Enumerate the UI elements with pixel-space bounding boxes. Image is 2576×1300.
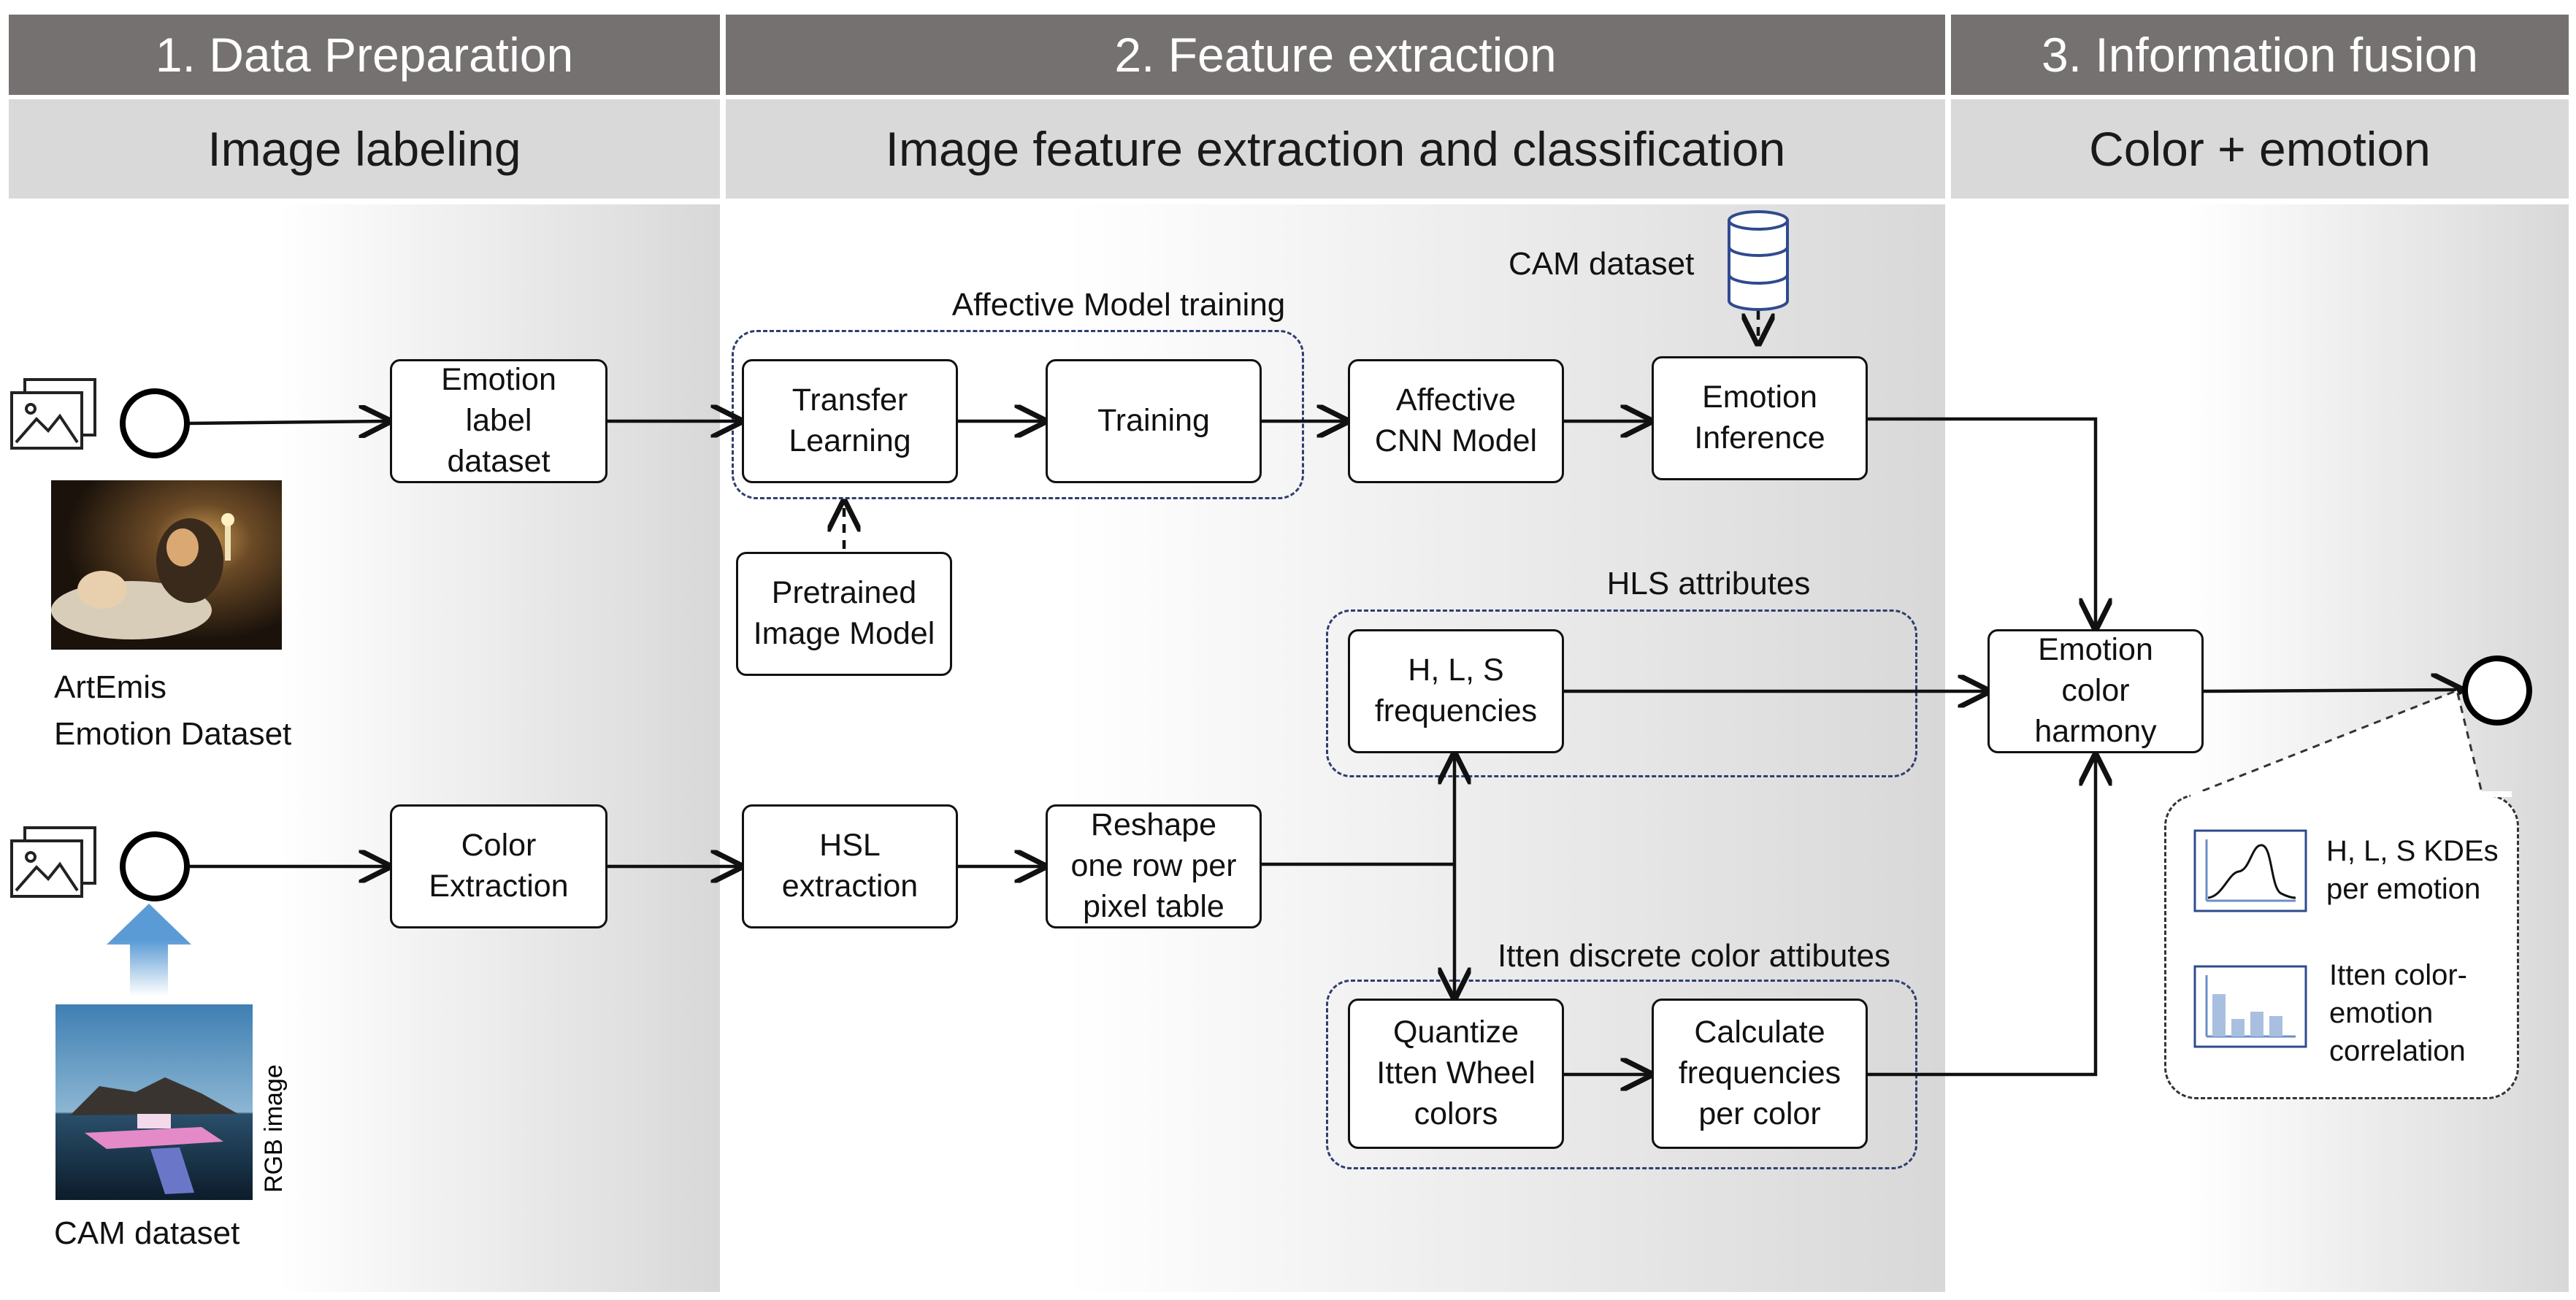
box-hls-frequencies: H, L, S frequencies [1348,629,1564,753]
database-icon [1728,210,1789,311]
kde-chart-icon [2193,829,2307,912]
box-calculate-frequencies: Calculate frequencies per color [1652,999,1868,1149]
box-color-extraction: Color Extraction [390,804,607,928]
box-emotion-label-dataset: Emotion label dataset [390,359,607,483]
arrow-inference-to-harmony [1868,417,2096,628]
group-label-itten-attributes: Itten discrete color attibutes [1497,938,1891,974]
label-rgb-image: RGB image [260,1064,288,1193]
column-subheader-feature-classification: Image feature extraction and classificat… [726,99,1945,199]
start-event-circle-color [120,831,190,901]
artemis-painting-thumbnail [51,480,282,650]
callout-tail-join [2190,791,2512,797]
bar-chart-icon [2193,965,2307,1048]
column-subheader-color-emotion: Color + emotion [1951,99,2569,199]
cam-dataset-image-thumbnail [55,1004,253,1200]
box-emotion-inference: Emotion Inference [1652,356,1868,480]
group-label-affective-training: Affective Model training [951,287,1286,323]
end-event-circle [2462,655,2532,726]
start-event-circle-emotion [120,388,190,458]
box-pretrained-image-model: Pretrained Image Model [736,552,952,676]
label-cam-dataset-db: CAM dataset [1509,246,1695,282]
group-hls-attributes [1326,609,1917,777]
box-reshape-pixel-table: Reshape one row per pixel table [1046,804,1262,928]
image-stack-icon [10,378,96,450]
column-header-feature-extraction: 2. Feature extraction [726,15,1945,95]
group-label-hls-attributes: HLS attributes [1606,566,1811,601]
callout-tail [2190,688,2484,797]
box-transfer-learning: Transfer Learning [742,359,958,483]
label-cam-dataset: CAM dataset [54,1215,240,1251]
arrow-harmony-to-end [2203,690,2461,691]
box-hsl-extraction: HSL extraction [742,804,958,928]
arrow-calculate-to-harmony [1868,756,2096,1077]
output-label-kde: H, L, S KDEs per emotion [2326,835,2499,905]
column-subheader-image-labeling: Image labeling [9,99,720,199]
output-label-itten-correlation: Itten color- emotion correlation [2329,959,2467,1067]
box-emotion-color-harmony: Emotion color harmony [1987,629,2204,753]
column-header-information-fusion: 3. Information fusion [1951,15,2569,95]
box-quantize-itten-wheel: Quantize Itten Wheel colors [1348,999,1564,1149]
column-header-data-preparation: 1. Data Preparation [9,15,720,95]
image-stack-icon [10,826,96,898]
box-training: Training [1046,359,1262,483]
upload-arrow-icon [107,904,191,996]
arrow-start-to-label-dataset [188,421,388,423]
label-artemis-emotion-dataset: ArtEmis Emotion Dataset [54,669,292,752]
box-affective-cnn-model: Affective CNN Model [1348,359,1564,483]
